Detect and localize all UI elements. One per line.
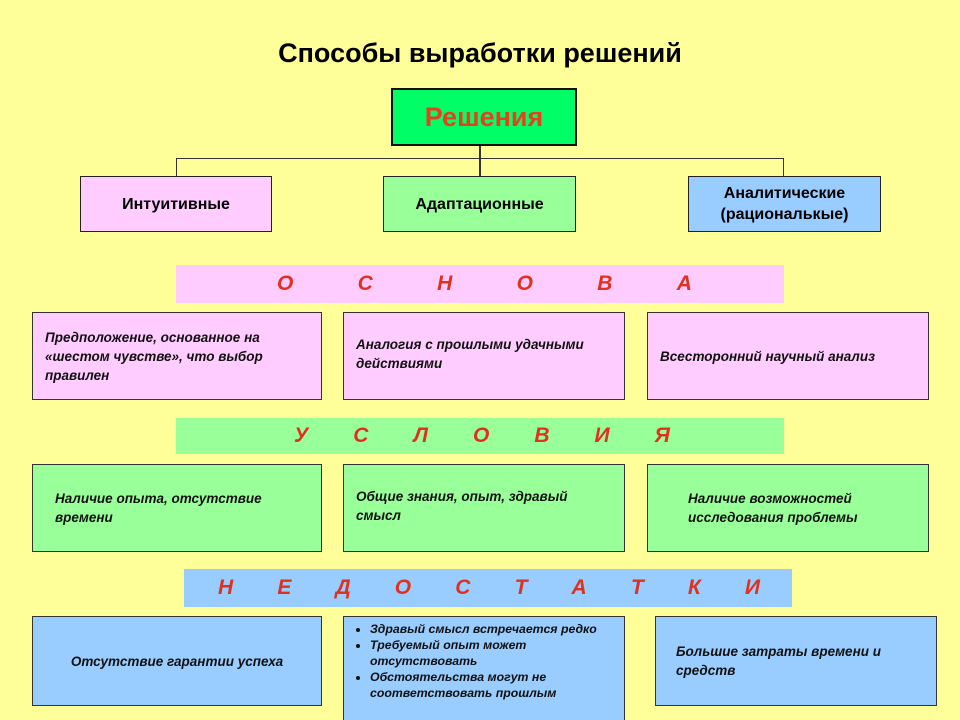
root-node-decisions: Решения (391, 88, 577, 146)
list-item: Здравый смысл встречается редко (370, 621, 616, 637)
band-letter: Л (413, 424, 428, 447)
osnova-intuitive: Предположение, основанное на «шестом чув… (32, 312, 322, 400)
page-title: Способы выработки решений (278, 38, 682, 68)
list-item: Обстоятельства могут не соответствовать … (370, 669, 616, 701)
osnova-analytical: Всесторонний научный анализ (647, 312, 929, 400)
band-letter: Я (654, 424, 670, 447)
usloviya-intuitive: Наличие опыта, отсутствие времени (32, 464, 322, 552)
band-letter: О (277, 272, 294, 295)
band-letter: В (534, 424, 550, 447)
list-item: Требуемый опыт может отсутствовать (370, 637, 616, 669)
osnova-adaptive: Аналогия с прошлыми удачными действиями (343, 312, 625, 400)
band-letter: У (294, 424, 309, 447)
band-letter: Н (437, 272, 453, 295)
band-letter: Т (514, 576, 528, 599)
band-letter: Е (277, 576, 292, 599)
band-letter: А (571, 576, 587, 599)
band-letter: И (744, 576, 760, 599)
connector-left-down (176, 158, 177, 177)
category-intuitive: Интуитивные (80, 176, 272, 232)
band-letter: Н (218, 576, 234, 599)
band-letter: С (455, 576, 471, 599)
band-letter: Т (630, 576, 644, 599)
band-letter: С (357, 272, 373, 295)
band-letter: К (687, 576, 701, 599)
connector-horizontal (176, 158, 784, 159)
band-letter: С (353, 424, 369, 447)
band-usloviya: У С Л О В И Я (176, 418, 784, 454)
usloviya-analytical: Наличие возможностей исследования пробле… (647, 464, 929, 552)
band-letter: А (676, 272, 692, 295)
nedostatki-analytical: Большие затраты времени и средств (655, 616, 937, 706)
band-letter: Д (335, 576, 351, 599)
band-letter: О (516, 272, 533, 295)
connector-root-down (479, 146, 481, 176)
nedostatki-adaptive: Здравый смысл встречается редко Требуемы… (343, 616, 625, 720)
category-adaptive: Адаптационные (383, 176, 576, 232)
band-letter: О (394, 576, 412, 599)
connector-right-down (783, 158, 784, 177)
band-osnova: О С Н О В А (176, 265, 784, 303)
category-analytical: Аналитические (рациональкые) (688, 176, 881, 232)
band-letter: В (597, 272, 613, 295)
band-letter: О (472, 424, 490, 447)
band-letter: И (594, 424, 610, 447)
nedostatki-intuitive: Отсутствие гарантии успеха (32, 616, 322, 706)
band-nedostatki: Н Е Д О С Т А Т К И (184, 569, 792, 607)
usloviya-adaptive: Общие знания, опыт, здравый смысл (343, 464, 625, 552)
nedostatki-adaptive-list: Здравый смысл встречается редко Требуемы… (354, 621, 616, 701)
